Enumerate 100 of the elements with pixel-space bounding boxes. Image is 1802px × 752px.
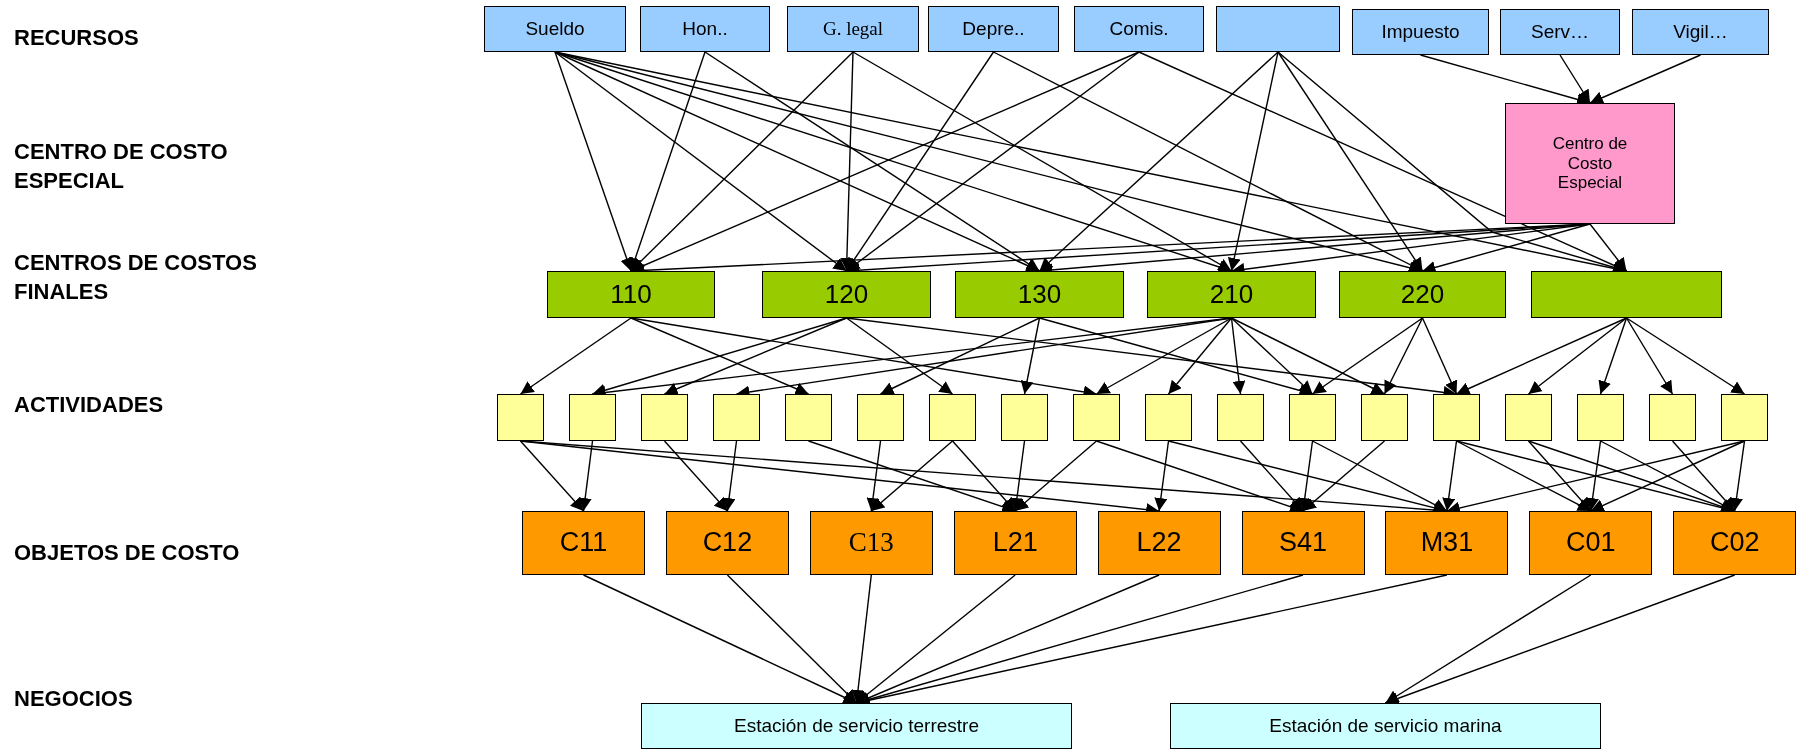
level-heading: NEGOCIOS [14, 685, 134, 713]
arrow [1527, 440, 1592, 512]
cost-center-box [1339, 271, 1506, 318]
arrow [1014, 440, 1098, 512]
arrow [1230, 317, 1314, 395]
activity-box [1433, 394, 1480, 441]
arrow [845, 51, 995, 272]
cost-object-box [1241, 511, 1365, 575]
activity-box [929, 394, 976, 441]
arrow [951, 440, 1016, 512]
activity-box [569, 394, 616, 441]
node-label: 120 [823, 279, 870, 310]
node-label: G. legal [821, 18, 885, 40]
activity-box [641, 394, 688, 441]
node-label: 110 [609, 279, 653, 310]
cost-object-box [1097, 511, 1221, 575]
node-label: Impuesto [1380, 21, 1461, 43]
resource-box [1352, 9, 1489, 55]
arrow [1625, 317, 1746, 395]
arrow [554, 51, 848, 272]
cost-object-box [953, 511, 1077, 575]
activity-box [497, 394, 544, 441]
resource-box [1632, 9, 1769, 55]
arrow [722, 440, 738, 512]
arrow [519, 440, 585, 512]
arrow [870, 440, 954, 512]
level-heading: CENTRO DE COSTO ESPECIAL [14, 138, 229, 195]
arrow [866, 440, 882, 512]
cost-center-box [547, 271, 715, 318]
cost-object-box [1385, 511, 1509, 575]
business-box [1170, 703, 1601, 749]
cost-object-box [1529, 511, 1653, 575]
node-label: 220 [1399, 279, 1446, 310]
node-label: C02 [1708, 527, 1761, 559]
arrow [630, 51, 854, 272]
node-label: 130 [1016, 279, 1063, 310]
cost-object-box [809, 511, 933, 575]
node-label: L21 [991, 527, 1039, 559]
cost-object-box [1673, 511, 1797, 575]
node-label: C13 [847, 527, 895, 559]
arrow [1598, 317, 1628, 395]
arrow [1442, 440, 1458, 512]
resource-box [1216, 6, 1340, 52]
business-box [641, 703, 1072, 749]
activity-box [1217, 394, 1264, 441]
node-label: Sueldo [524, 18, 586, 40]
arrow [1589, 223, 1628, 272]
node-label: C11 [558, 527, 609, 559]
activity-box [1721, 394, 1768, 441]
level-heading: ACTIVIDADES [14, 391, 165, 419]
node-label: L22 [1135, 527, 1183, 559]
arrow [663, 440, 729, 512]
activity-box [713, 394, 760, 441]
node-label: S41 [1277, 527, 1328, 559]
arrow [807, 440, 1016, 513]
arrow [1384, 574, 1736, 705]
arrow [1227, 51, 1279, 272]
node-label: Estación de servicio marina [1268, 715, 1503, 737]
arrow [1455, 317, 1628, 395]
arrow [851, 574, 872, 704]
node-label: Centro de Costo Especial [1551, 134, 1629, 193]
activity-box [1145, 394, 1192, 441]
arrow [1095, 317, 1233, 395]
arrow [1311, 440, 1448, 512]
activity-box [1289, 394, 1336, 441]
arrow [1586, 440, 1602, 512]
resource-box [640, 6, 770, 52]
special-cost-center-box [1505, 103, 1675, 224]
node-label: M31 [1419, 527, 1475, 559]
arrow [1010, 440, 1026, 512]
arrow [1230, 317, 1386, 395]
arrow [1230, 317, 1246, 395]
arrow [1298, 440, 1314, 512]
arrow [852, 51, 1233, 272]
arrow [1277, 51, 1424, 272]
arrow [1384, 574, 1592, 704]
arrow [726, 574, 858, 704]
cost-center-box [762, 271, 931, 318]
activity-box [1577, 394, 1624, 441]
arrow [845, 51, 1140, 272]
resource-box [787, 6, 919, 52]
arrow [1671, 440, 1736, 512]
arrow [554, 51, 633, 272]
arrow [629, 51, 706, 272]
node-label: 210 [1208, 279, 1255, 310]
arrow [1020, 317, 1041, 395]
resource-box [1500, 9, 1620, 55]
cost-object-box [665, 511, 789, 575]
cost-center-box [1531, 271, 1722, 318]
resource-box [1074, 6, 1204, 52]
arrow [578, 440, 594, 512]
arrow [1527, 317, 1628, 395]
node-label: C12 [701, 527, 754, 559]
arrow [845, 317, 954, 395]
cost-object-box [522, 511, 645, 575]
arrow [1154, 440, 1170, 512]
arrow [855, 574, 1016, 704]
activity-box [1361, 394, 1408, 441]
node-label: Estación de servicio terrestre [733, 715, 980, 737]
node-label: Depre.. [961, 18, 1026, 40]
